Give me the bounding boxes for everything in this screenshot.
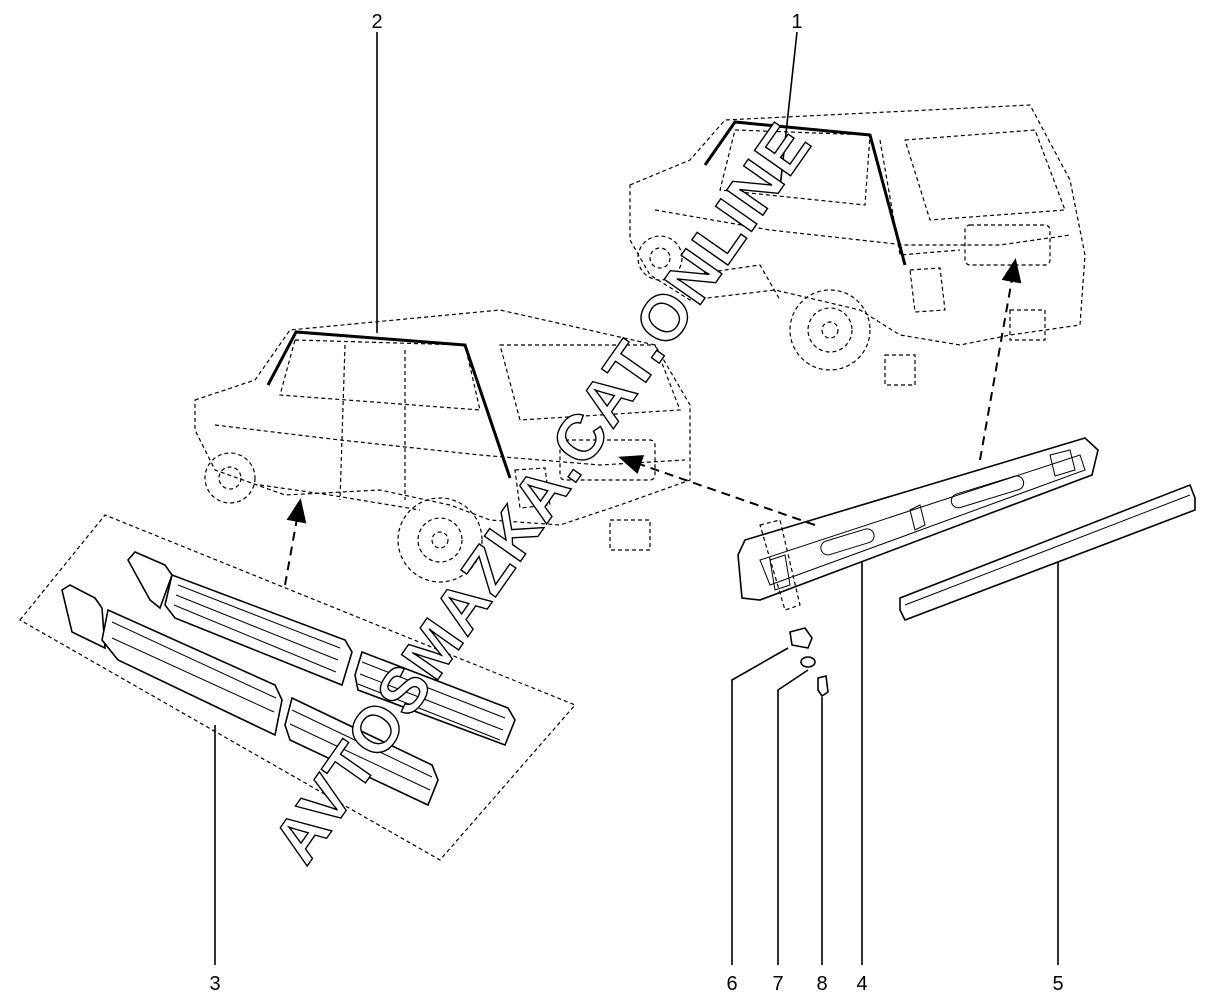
washer: [800, 656, 816, 668]
vehicle-3door: [629, 104, 1086, 386]
callout-labels: 1 2 3 4 5 6 7 8: [209, 11, 1063, 995]
callout-4: 4: [856, 973, 867, 995]
assembly-arrows: [284, 258, 1022, 586]
leader-lines: [214, 31, 1059, 965]
fasteners: [759, 519, 829, 698]
vehicle-5door: [194, 309, 691, 583]
roof-seal-5door: [266, 330, 512, 479]
screw: [817, 675, 829, 698]
side-moldings-set: [19, 514, 577, 861]
callout-6: 6: [726, 973, 737, 995]
callout-5: 5: [1052, 973, 1063, 995]
callout-3: 3: [209, 973, 220, 995]
callout-2: 2: [371, 11, 382, 33]
roof-seal-3door: [703, 120, 907, 266]
clip: [789, 627, 813, 649]
rear-strip: [899, 483, 1196, 622]
callout-8: 8: [816, 973, 827, 995]
rear-trim-panel: [737, 437, 1099, 601]
callout-7: 7: [772, 973, 783, 995]
callout-1: 1: [791, 11, 802, 33]
